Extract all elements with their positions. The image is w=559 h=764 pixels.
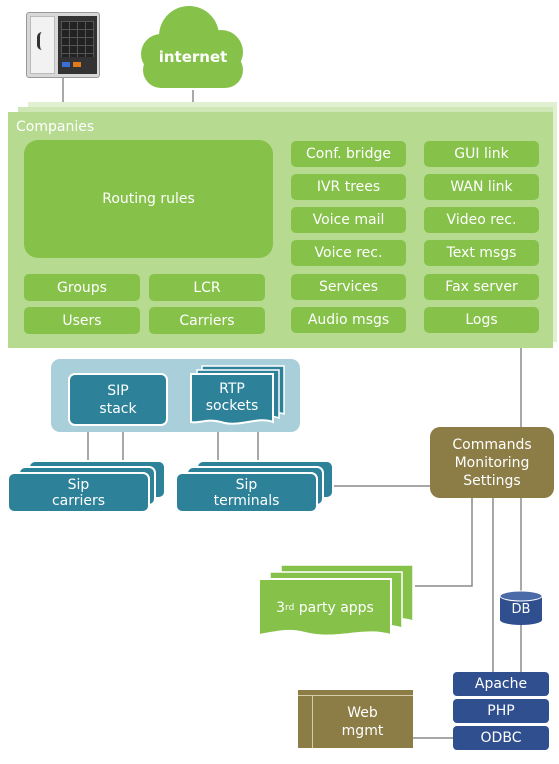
voice-rec-button[interactable]: Voice rec. [291, 240, 406, 266]
internet-label: internet [158, 48, 228, 66]
sip-stack-line2: stack [99, 400, 137, 417]
commands-line: Commands [452, 436, 532, 453]
gui-link-button[interactable]: GUI link [424, 141, 539, 167]
rtp-sockets-line2: sockets [205, 398, 259, 414]
sip-carriers-box[interactable]: Sip carriers [7, 472, 150, 513]
rtp-sockets-line1: RTP [219, 381, 245, 397]
third-party-apps-stack-icon [258, 564, 414, 637]
apache-box[interactable]: Apache [453, 672, 549, 696]
web-mgmt-line1: Web [347, 705, 378, 721]
lcr-button[interactable]: LCR [149, 274, 265, 301]
settings-line: Settings [463, 472, 521, 489]
web-mgmt-box[interactable]: Web mgmt [298, 690, 413, 748]
groups-button[interactable]: Groups [24, 274, 140, 301]
users-button[interactable]: Users [24, 307, 140, 334]
audio-msgs-button[interactable]: Audio msgs [291, 307, 406, 333]
services-button[interactable]: Services [291, 274, 406, 300]
voice-mail-button[interactable]: Voice mail [291, 207, 406, 233]
sip-terminals-line2: terminals [213, 492, 280, 509]
conf-bridge-button[interactable]: Conf. bridge [291, 141, 406, 167]
sip-carriers-line2: carriers [51, 492, 106, 509]
fax-server-button[interactable]: Fax server [424, 274, 539, 300]
wan-link-button[interactable]: WAN link [424, 174, 539, 200]
internet-cloud-icon [141, 6, 243, 88]
database-cylinder-icon [499, 590, 543, 625]
companies-title: Companies [16, 119, 95, 135]
odbc-box[interactable]: ODBC [453, 726, 549, 750]
monitoring-line: Monitoring [454, 454, 530, 471]
phone-device-icon [26, 12, 100, 78]
third-party-sup: rd [285, 603, 295, 613]
third-party-suffix: party apps [294, 600, 374, 616]
sip-terminals-line1: Sip [235, 476, 258, 493]
commands-monitoring-settings-box[interactable]: Commands Monitoring Settings [430, 427, 554, 498]
video-rec-button[interactable]: Video rec. [424, 207, 539, 233]
ivr-trees-button[interactable]: IVR trees [291, 174, 406, 200]
carriers-button[interactable]: Carriers [149, 307, 265, 334]
sip-stack-box[interactable]: SIP stack [68, 373, 168, 426]
routing-rules-box[interactable]: Routing rules [24, 140, 273, 258]
sip-terminals-box[interactable]: Sip terminals [175, 472, 318, 513]
text-msgs-button[interactable]: Text msgs [424, 240, 539, 266]
sip-stack-line1: SIP [107, 382, 129, 399]
rtp-sockets-stack-icon [190, 365, 285, 425]
sip-carriers-line1: Sip [67, 476, 90, 493]
web-mgmt-line2: mgmt [341, 723, 384, 739]
db-label: DB [511, 601, 531, 617]
logs-button[interactable]: Logs [424, 307, 539, 333]
php-box[interactable]: PHP [453, 699, 549, 723]
third-party-prefix: 3 [276, 600, 286, 616]
rtp-sockets-label[interactable]: RTP sockets [191, 378, 273, 418]
